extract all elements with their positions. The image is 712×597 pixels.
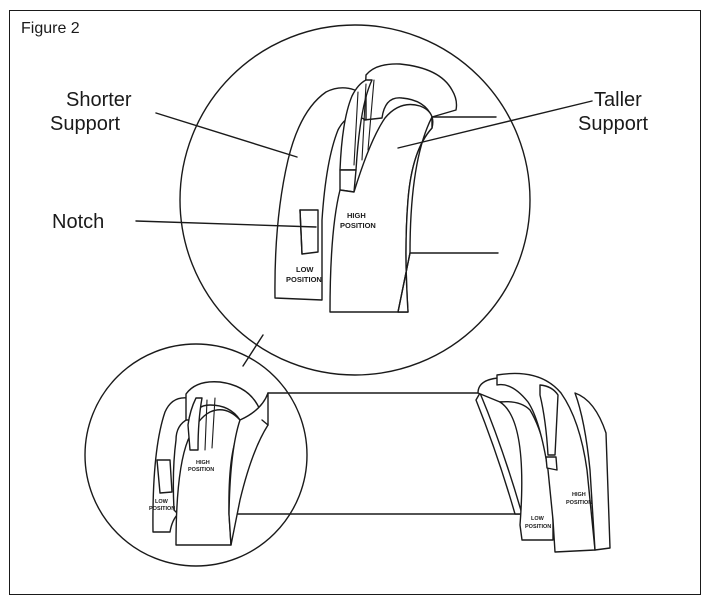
taller-support-top	[363, 63, 458, 121]
right-low-position-1: LOW	[531, 516, 545, 522]
support-slot	[339, 79, 375, 193]
zoom-high-position-1: HIGH	[347, 211, 366, 220]
zoomed-rod	[409, 116, 499, 254]
shorter-support	[274, 87, 367, 301]
callout-shorter-support-line2: Support	[50, 113, 121, 135]
notch	[299, 209, 319, 255]
left-low-position-2: POSITION	[149, 506, 175, 512]
right-low-position-2: POSITION	[525, 524, 551, 530]
figure-title: Figure 2	[21, 20, 80, 37]
notch-leader	[135, 220, 317, 228]
large-magnifier-circle	[179, 24, 531, 376]
left-supports: HIGH POSITION LOW POSITION	[149, 381, 269, 546]
callout-taller-support-line2: Support	[578, 113, 649, 135]
right-high-position-2: POSITION	[566, 500, 592, 506]
shorter-support-leader	[155, 112, 298, 158]
right-supports: LOW POSITION HIGH POSITION	[477, 372, 611, 553]
figure-frame	[9, 10, 701, 595]
cylinder-rod	[230, 392, 523, 515]
zoomed-support-detail: HIGH POSITION LOW POSITION	[179, 24, 531, 376]
callout-taller-support-line1: Taller	[594, 89, 642, 111]
small-magnifier-circle	[84, 343, 308, 567]
taller-support-leader	[397, 100, 593, 149]
zoom-low-position-2: POSITION	[286, 275, 322, 284]
callout-notch: Notch	[52, 211, 105, 233]
callout-shorter-support-line1: Shorter	[66, 89, 132, 111]
left-high-position-2: POSITION	[188, 467, 214, 473]
left-high-position-1: HIGH	[196, 460, 210, 466]
zoom-high-position-2: POSITION	[340, 221, 376, 230]
bottom-assembly: LOW POSITION HIGH POSITION HIGH POSITION…	[84, 343, 611, 567]
zoom-low-position-1: LOW	[296, 265, 314, 274]
right-high-position-1: HIGH	[572, 492, 586, 498]
magnifier-connector-line	[242, 334, 264, 367]
left-low-position-1: LOW	[155, 499, 169, 505]
